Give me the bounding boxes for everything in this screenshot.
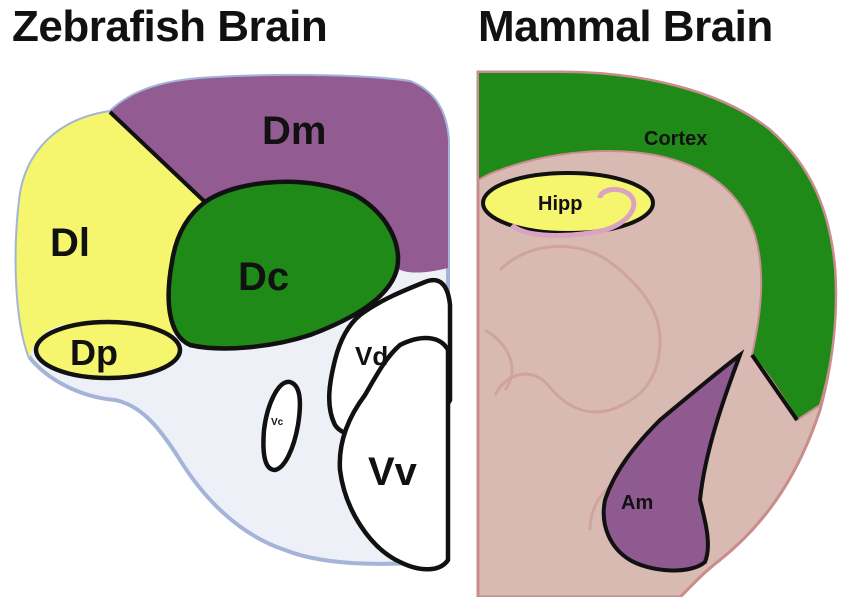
label-vd: Vd xyxy=(355,341,388,371)
label-dm: Dm xyxy=(262,109,326,153)
dl-dm-border xyxy=(108,110,207,204)
region-am xyxy=(601,349,745,573)
cortex-boundary xyxy=(750,353,799,422)
region-dl xyxy=(16,112,206,358)
region-dp xyxy=(33,319,183,381)
region-vc xyxy=(261,379,303,473)
zebrafish-brain: Dm Dl Dc Dp Vd Vc Vv xyxy=(14,73,453,572)
label-dl: Dl xyxy=(50,221,90,265)
label-vc: Vc xyxy=(271,417,284,428)
region-dm xyxy=(110,75,448,273)
label-dc: Dc xyxy=(238,255,289,299)
zebrafish-title: Zebrafish Brain xyxy=(12,2,328,51)
label-dp: Dp xyxy=(70,332,118,373)
label-hipp: Hipp xyxy=(538,193,582,215)
region-dc xyxy=(166,179,401,351)
mammal-brain: Cortex Hipp Am xyxy=(476,70,838,597)
label-am: Am xyxy=(621,492,653,514)
hipp-inner-curve xyxy=(510,186,637,238)
mammal-title: Mammal Brain xyxy=(478,2,773,51)
label-vv: Vv xyxy=(368,450,418,494)
label-cortex: Cortex xyxy=(644,128,707,150)
region-vv xyxy=(337,335,451,572)
